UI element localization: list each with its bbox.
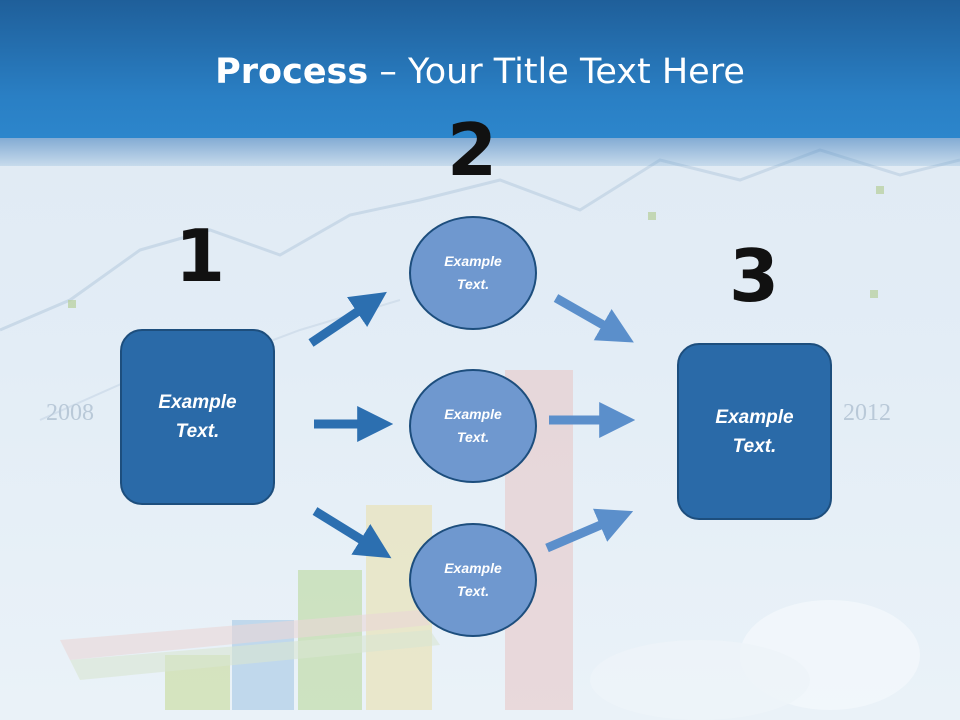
background-year-label: 2012 <box>843 400 891 426</box>
title-bar <box>0 0 960 138</box>
slide-title: Process – Your Title Text Here <box>0 52 960 92</box>
arrow-top-to-right <box>553 294 634 343</box>
process-circle-middle[interactable]: Example Text. <box>409 369 537 483</box>
process-circle-top-line-1: Example <box>444 253 502 269</box>
arrow-left-to-bottom <box>312 507 392 559</box>
step-number-2: 2 <box>446 108 498 192</box>
process-circle-top-line-2: Text. <box>456 276 490 292</box>
process-box-left[interactable]: Example Text. <box>120 329 275 505</box>
process-box-right-line-1: Example <box>715 406 794 428</box>
process-box-left-line-1: Example <box>158 392 237 413</box>
step-number-3: 3 <box>728 234 780 318</box>
title-bar-band <box>0 138 960 166</box>
slide-title-bold: Process <box>215 52 369 92</box>
arrow-bottom-to-right <box>545 508 634 553</box>
process-circle-middle-line-1: Example <box>444 406 502 422</box>
process-box-right-line-2: Text. <box>732 435 777 457</box>
process-circle-top[interactable]: Example Text. <box>409 216 537 330</box>
background-year-label: 2008 <box>46 400 94 426</box>
step-number-1: 1 <box>174 214 226 298</box>
process-box-right[interactable]: Example Text. <box>677 343 832 520</box>
process-circle-middle-line-2: Text. <box>456 429 490 445</box>
slide-title-rest: – Your Title Text Here <box>368 52 745 92</box>
arrow-left-to-top <box>308 291 387 347</box>
process-circle-bottom-line-1: Example <box>444 560 502 576</box>
process-box-left-line-2: Text. <box>175 421 220 442</box>
process-circle-bottom-line-2: Text. <box>456 583 490 599</box>
process-circle-bottom[interactable]: Example Text. <box>409 523 537 637</box>
